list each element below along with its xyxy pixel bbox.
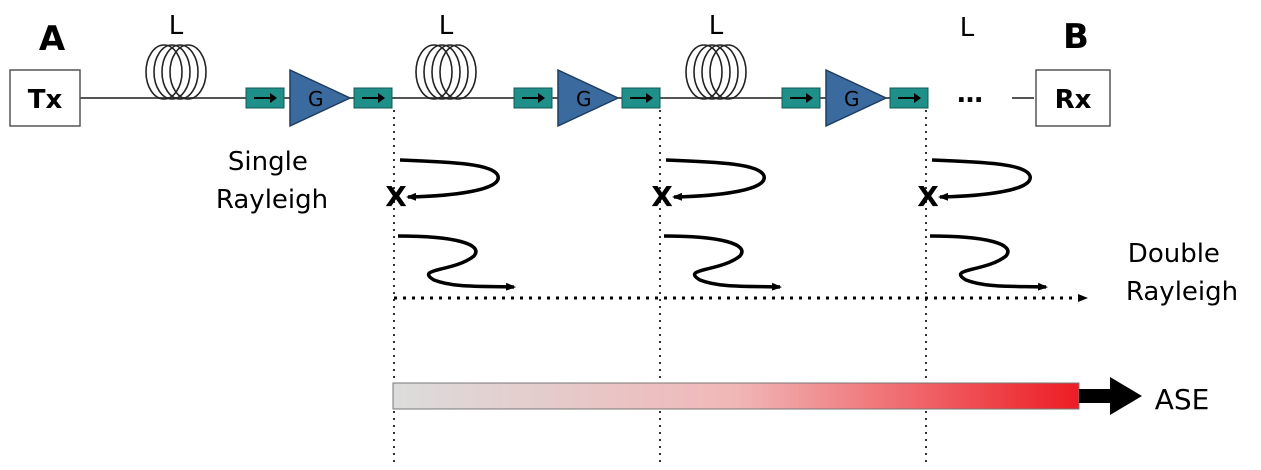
rayleigh-reflection-2: X — [651, 158, 782, 291]
isolator-icon — [781, 87, 821, 109]
double-rayleigh-path — [397, 234, 516, 291]
double-rayleigh-line-1: Double — [1128, 239, 1220, 269]
reflection-x-mark: X — [917, 180, 939, 213]
span-label-3: L — [709, 11, 724, 41]
single-rayleigh-path — [399, 158, 500, 201]
amplifier-gain-label: G — [844, 87, 860, 111]
span-label-4: L — [960, 13, 975, 43]
isolator-icon — [513, 87, 553, 109]
receiver-box: Rx — [1035, 69, 1111, 127]
amplifier-icon: G — [825, 68, 888, 128]
rayleigh-reflection-3: X — [917, 158, 1048, 291]
double-rayleigh-label: Double Rayleigh — [1126, 239, 1238, 307]
endpoint-a-label: A — [39, 19, 66, 59]
amplifier-icon: G — [557, 68, 620, 128]
single-rayleigh-path — [931, 158, 1032, 201]
double-rayleigh-path — [929, 234, 1048, 291]
transmitter-label: Tx — [28, 85, 63, 115]
amplifier-stage-2: G — [513, 68, 661, 128]
double-rayleigh-line-2: Rayleigh — [1126, 277, 1238, 307]
ase-label: ASE — [1155, 383, 1210, 416]
reflection-x-mark: X — [385, 180, 407, 213]
amplifier-gain-label: G — [308, 87, 324, 111]
single-rayleigh-line-1: Single — [228, 147, 308, 177]
span-label-2: L — [439, 11, 454, 41]
continuation-ellipsis: … — [957, 79, 983, 109]
isolator-icon — [245, 87, 285, 109]
fiber-coil-1: L — [145, 11, 207, 100]
single-rayleigh-path — [665, 158, 766, 201]
single-rayleigh-line-2: Rayleigh — [216, 185, 328, 215]
amplifier-stage-1: G — [245, 68, 393, 128]
transmitter-box: Tx — [9, 69, 81, 127]
receiver-label: Rx — [1055, 85, 1092, 115]
isolator-icon — [621, 87, 661, 109]
isolator-icon — [353, 87, 393, 109]
amplifier-icon: G — [289, 68, 352, 128]
single-rayleigh-label: Single Rayleigh — [216, 147, 328, 215]
reflection-x-mark: X — [651, 180, 673, 213]
amplifier-gain-label: G — [576, 87, 592, 111]
double-rayleigh-path — [663, 234, 782, 291]
ase-arrow — [1079, 377, 1142, 415]
fiber-coil-2: L — [415, 11, 477, 100]
span-label-1: L — [169, 11, 184, 41]
amplifier-stage-3: G — [781, 68, 929, 128]
isolator-icon — [889, 87, 929, 109]
fiber-coil-3: L — [685, 11, 747, 100]
rayleigh-reflection-1: X — [385, 158, 516, 291]
endpoint-b-label: B — [1063, 17, 1089, 57]
ase-gradient-bar — [392, 382, 1080, 410]
